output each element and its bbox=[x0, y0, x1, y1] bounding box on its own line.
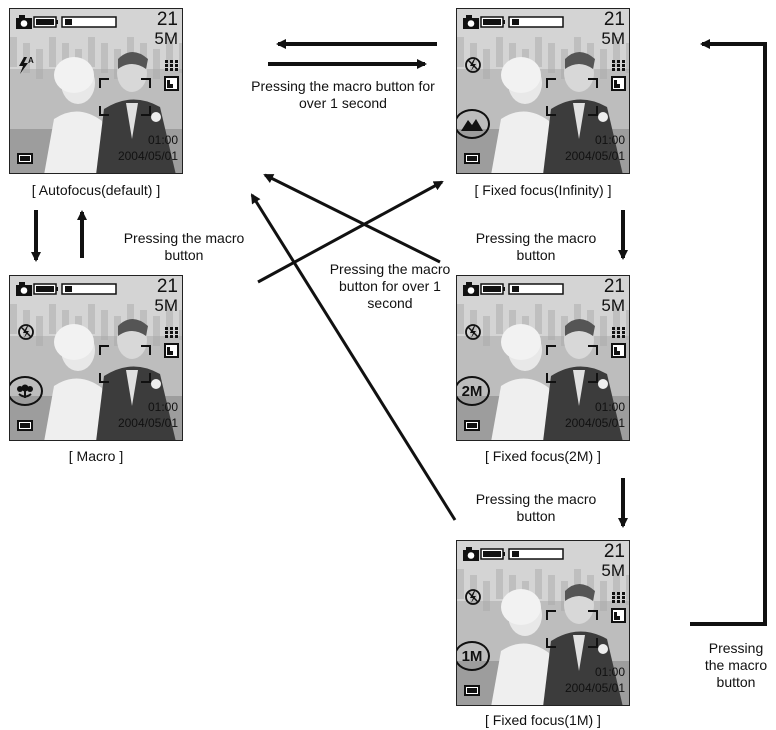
focus-distance-badge: 1M bbox=[457, 641, 490, 671]
label-inf-to-2m: Pressing the macro button bbox=[475, 230, 597, 263]
flash-off-icon bbox=[465, 324, 481, 340]
caption-autofocus: [ Autofocus(default) ] bbox=[31, 182, 161, 198]
date: 2004/05/01 bbox=[117, 149, 178, 163]
macro-flower-icon bbox=[10, 376, 43, 406]
flash-auto-icon: A bbox=[19, 56, 34, 74]
memory-card-icon bbox=[464, 685, 480, 696]
focus-frame bbox=[99, 78, 151, 116]
mountain-icon bbox=[457, 109, 490, 139]
date: 2004/05/01 bbox=[564, 416, 625, 430]
time: 01:00 bbox=[594, 133, 625, 147]
time: 01:00 bbox=[147, 133, 178, 147]
zoom-bar bbox=[61, 16, 117, 28]
focus-frame bbox=[546, 78, 598, 116]
camera-preview-photo: A bbox=[10, 9, 182, 173]
camera-preview-photo bbox=[10, 276, 182, 440]
camera-preview-photo bbox=[457, 9, 629, 173]
shots-remaining: 21 bbox=[603, 9, 625, 30]
metering-icon bbox=[611, 343, 626, 358]
shots-remaining: 21 bbox=[603, 541, 625, 562]
focus-frame bbox=[546, 345, 598, 383]
resolution: 5M bbox=[154, 29, 178, 48]
memory-card-icon bbox=[17, 153, 33, 164]
metering-icon bbox=[611, 76, 626, 91]
quality-icon bbox=[165, 60, 178, 71]
quality-icon bbox=[612, 592, 625, 603]
focus-frame bbox=[546, 610, 598, 648]
metering-icon bbox=[611, 608, 626, 623]
date: 2004/05/01 bbox=[564, 681, 625, 695]
arrow-1m-to-autofocus bbox=[250, 193, 457, 521]
zoom-bar bbox=[508, 548, 564, 560]
camera-preview-photo bbox=[457, 541, 629, 705]
memory-card-icon bbox=[17, 420, 33, 431]
resolution: 5M bbox=[154, 296, 178, 315]
arrow-macro-to-infinity bbox=[257, 180, 444, 284]
camera-mode-icon bbox=[463, 282, 479, 296]
shots-remaining: 21 bbox=[156, 9, 178, 30]
camera-mode-icon bbox=[463, 547, 479, 561]
caption-fixed-focus-1m: [ Fixed focus(1M) ] bbox=[485, 712, 601, 728]
date: 2004/05/01 bbox=[564, 149, 625, 163]
camera-preview-photo bbox=[457, 276, 629, 440]
time: 01:00 bbox=[147, 400, 178, 414]
camera-mode-icon bbox=[16, 282, 32, 296]
time: 01:00 bbox=[594, 665, 625, 679]
zoom-bar bbox=[61, 283, 117, 295]
label-center-transition: Pressing the macro button for over 1 sec… bbox=[329, 261, 451, 311]
caption-fixed-focus-infinity: [ Fixed focus(Infinity) ] bbox=[474, 182, 612, 198]
quality-icon bbox=[612, 60, 625, 71]
battery-icon bbox=[480, 283, 505, 295]
label-top-transition: Pressing the macro button for over 1 sec… bbox=[251, 78, 435, 111]
quality-icon bbox=[612, 327, 625, 338]
arrow-2m-to-autofocus bbox=[263, 173, 441, 264]
label-right-loop: Pressing the macro button bbox=[704, 640, 768, 690]
caption-fixed-focus-2m: [ Fixed focus(2M) ] bbox=[485, 448, 601, 464]
camera-mode-icon bbox=[16, 15, 32, 29]
battery-icon bbox=[33, 16, 58, 28]
resolution: 5M bbox=[601, 29, 625, 48]
date: 2004/05/01 bbox=[117, 416, 178, 430]
zoom-bar bbox=[508, 16, 564, 28]
battery-icon bbox=[33, 283, 58, 295]
focus-distance-badge: 2M bbox=[457, 376, 490, 406]
label-af-to-macro: Pressing the macro button bbox=[123, 230, 245, 263]
metering-icon bbox=[164, 343, 179, 358]
resolution: 5M bbox=[601, 296, 625, 315]
resolution: 5M bbox=[601, 561, 625, 580]
shots-remaining: 21 bbox=[156, 276, 178, 297]
flash-off-icon bbox=[18, 324, 34, 340]
zoom-bar bbox=[508, 283, 564, 295]
flash-off-icon bbox=[465, 589, 481, 605]
camera-mode-icon bbox=[463, 15, 479, 29]
caption-macro: [ Macro ] bbox=[68, 448, 124, 464]
quality-icon bbox=[165, 327, 178, 338]
metering-icon bbox=[164, 76, 179, 91]
memory-card-icon bbox=[464, 153, 480, 164]
focus-frame bbox=[99, 345, 151, 383]
battery-icon bbox=[480, 548, 505, 560]
flash-off-icon bbox=[465, 57, 481, 73]
memory-card-icon bbox=[464, 420, 480, 431]
battery-icon bbox=[480, 16, 505, 28]
shots-remaining: 21 bbox=[603, 276, 625, 297]
arrow-1m-loop-to-infinity bbox=[690, 39, 767, 626]
time: 01:00 bbox=[594, 400, 625, 414]
label-2m-to-1m: Pressing the macro button bbox=[475, 491, 597, 524]
svg-text:A: A bbox=[28, 56, 34, 65]
